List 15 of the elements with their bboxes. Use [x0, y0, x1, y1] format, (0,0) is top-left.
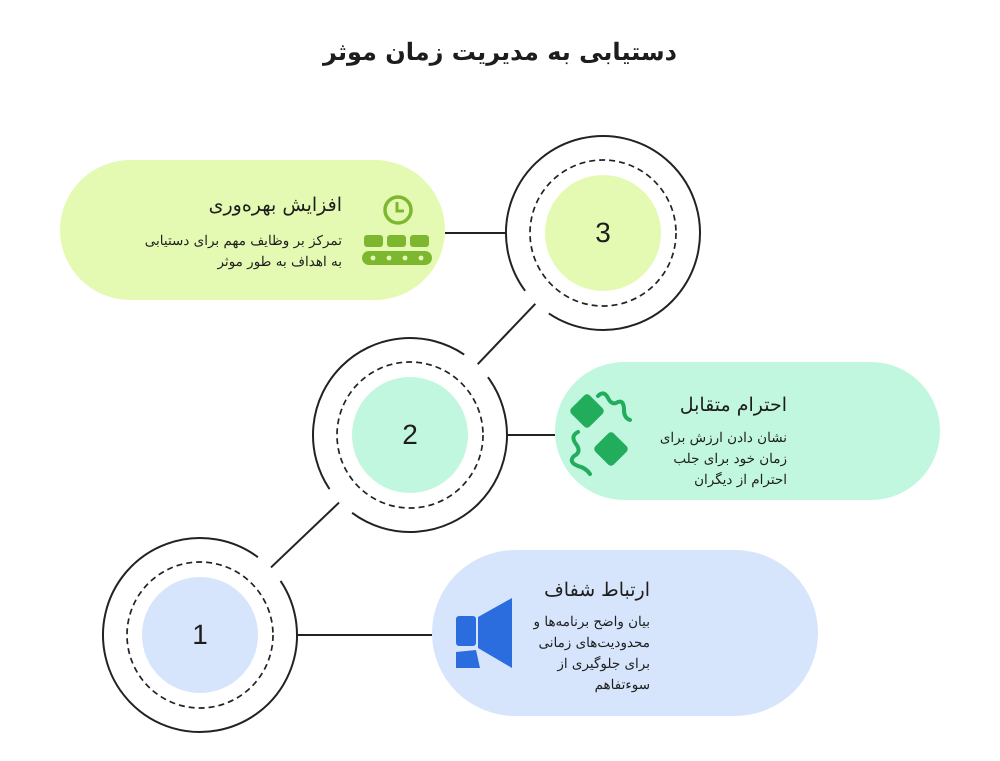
connector-line [476, 303, 536, 365]
connector-line [298, 634, 432, 636]
card-text: نشان دادن ارزش برای زمان خود برای جلب احترام از دیگران [658, 429, 787, 490]
card-text: تمرکز بر وظایف مهم برای دستیابی به اهداف به طور موثر [144, 232, 342, 272]
card-text: بیان واضح برنامه‌ها و محدودیت‌های زمانی برای جلوگیری از سوءتفاهم [532, 613, 650, 695]
card-title: افزایش بهره‌وری [208, 193, 342, 218]
step-number: 1 [192, 619, 208, 651]
connector-line [445, 232, 505, 234]
connector-line [270, 502, 340, 568]
card-title: ارتباط شفاف [544, 578, 650, 603]
step-number: 2 [402, 419, 418, 451]
card-title: احترام متقابل [680, 393, 787, 418]
connector-line [508, 434, 555, 436]
step-number: 3 [595, 217, 611, 249]
title: دستیابی به مدیریت زمان موثر [321, 38, 678, 66]
